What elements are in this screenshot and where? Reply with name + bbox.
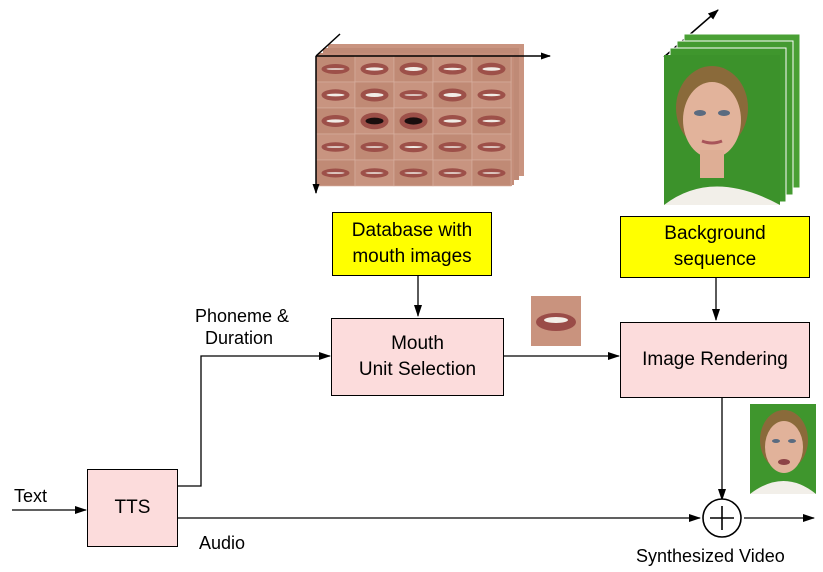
mouth-opening: [482, 119, 501, 123]
mouth-opening: [482, 93, 501, 97]
mouth-opening: [443, 172, 462, 174]
circle-plus-icon: [702, 498, 742, 538]
mouth-opening: [482, 146, 501, 148]
mouth-opening: [365, 93, 384, 97]
mouth-opening: [326, 93, 345, 97]
mouth-opening: [326, 172, 345, 174]
mouth-opening: [482, 172, 501, 174]
mouth-opening: [404, 172, 423, 174]
phoneme-label-line1: Phoneme &: [195, 306, 290, 326]
tts-label: TTS: [114, 497, 151, 519]
mouth-opening: [404, 94, 423, 96]
mouth-opening: [404, 67, 423, 71]
image-rendering-box: Image Rendering: [620, 322, 810, 398]
mouth-opening: [443, 146, 462, 148]
mouth-opening: [365, 172, 384, 174]
phoneme-arrow: [178, 352, 331, 487]
mouth-box-line2: Unit Selection: [358, 359, 477, 380]
database-box-line1: Database with: [351, 220, 473, 242]
tts-box: TTS: [87, 469, 178, 547]
mouth-opening: [443, 119, 462, 123]
database-box-line2: mouth images: [352, 246, 472, 267]
mouth-opening: [365, 67, 384, 71]
mouth-opening: [365, 146, 384, 148]
mouth-opening: [443, 67, 462, 71]
phoneme-label-line2: Duration: [205, 327, 274, 348]
database-box: Database with mouth images: [332, 212, 492, 276]
mouth-opening: [326, 68, 345, 70]
audio-label: Audio: [199, 533, 246, 553]
image-rendering-label: Image Rendering: [642, 349, 788, 371]
mouth-opening: [404, 117, 423, 125]
mouth-opening: [404, 146, 423, 148]
synthesized-video-label: Synthesized Video: [636, 546, 785, 566]
background-box: Background sequence: [620, 216, 810, 278]
mouth-opening: [365, 117, 384, 125]
mouth-opening: [443, 93, 462, 97]
mouth-opening: [482, 67, 501, 71]
text-input-label: Text: [14, 486, 48, 506]
phoneme-duration-label: Phoneme & Duration: [193, 306, 289, 349]
mouth-opening: [326, 146, 345, 148]
mouth-unit-selection-box: Mouth Unit Selection: [331, 318, 504, 396]
mouth-opening: [326, 119, 345, 123]
background-box-line2: sequence: [673, 249, 757, 270]
background-box-line1: Background: [664, 223, 766, 245]
mouth-box-line1: Mouth: [391, 333, 444, 355]
